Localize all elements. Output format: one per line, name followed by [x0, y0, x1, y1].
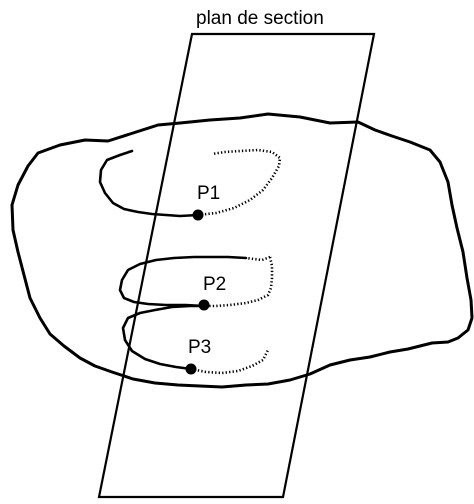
point-p1: [192, 209, 204, 221]
spiral-curve-solid: [98, 149, 248, 371]
label-p2: P2: [203, 274, 226, 295]
label-p3: P3: [188, 337, 211, 358]
point-p2: [198, 299, 210, 311]
point-p3: [185, 363, 197, 375]
section-plane: [97, 32, 376, 499]
body-outline: [10, 112, 474, 389]
label-p1: P1: [197, 183, 220, 204]
diagram-title: plan de section: [196, 8, 324, 29]
